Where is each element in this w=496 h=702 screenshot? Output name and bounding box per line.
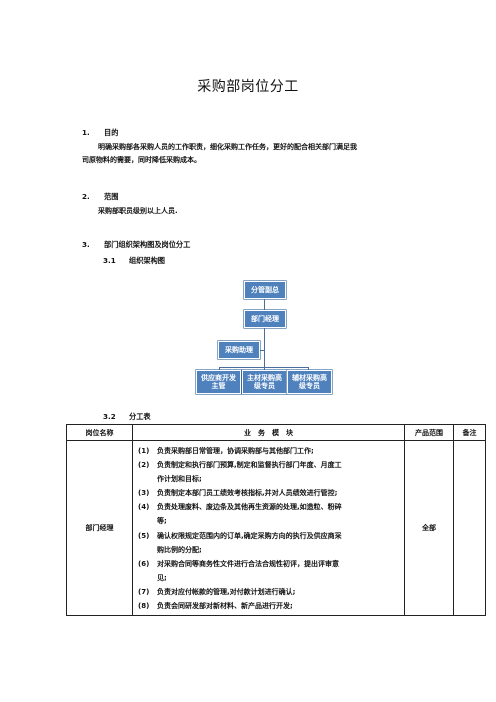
cell-scope: 全部 bbox=[404, 439, 454, 617]
table-header-row: 岗位名称 业 务 模 块 产品范围 备注 bbox=[66, 424, 486, 441]
duty-item: (1)负责采购部日常管理，协调采购部与其他部门工作; bbox=[138, 447, 314, 455]
org-node-department-manager: 部门经理 bbox=[244, 310, 286, 328]
duty-item: (5)确认权限规定范围内的订单,确定采购方向的执行及供应商采购比例的分配; bbox=[138, 531, 342, 554]
table-row: 部门经理 (1)负责采购部日常管理，协调采购部与其他部门工作; (2)负责制定和… bbox=[66, 439, 486, 617]
header-scope: 产品范围 bbox=[404, 424, 454, 441]
org-node-purchasing-assistant: 采购助理 bbox=[218, 341, 260, 359]
header-duties: 业 务 模 块 bbox=[132, 424, 405, 441]
org-node-vice-president: 分管副总 bbox=[244, 281, 286, 299]
section-1-line-2: 司原物料的需要，同时降低采购成本。 bbox=[82, 156, 201, 164]
org-node-supplier-development-supervisor: 供应商开发主管 bbox=[196, 370, 241, 394]
section-2-heading: 2.范围 bbox=[82, 192, 119, 201]
org-connector bbox=[260, 350, 264, 351]
org-connector bbox=[219, 367, 220, 370]
org-node-auxiliary-material-specialist: 辅材采购高级专员 bbox=[287, 370, 332, 394]
duty-item: (3)负责制定本部门员工绩效考核指标,并对人员绩效进行管控; bbox=[138, 489, 338, 498]
section-1-line-1: 明确采购部各采购人员的工作职责，细化采购工作任务，更好的配合相关部门满足我 bbox=[98, 143, 357, 151]
duty-item: (7)负责对应付帐款的管理,对付款计划进行确认; bbox=[138, 587, 296, 596]
section-2-line-1: 采购部职员级别以上人员. bbox=[98, 207, 178, 215]
org-connector bbox=[264, 299, 265, 310]
cell-duties: (1)负责采购部日常管理，协调采购部与其他部门工作; (2)负责制定和执行部门预… bbox=[132, 439, 405, 617]
duty-item: (6)对采购合同等商务性文件进行合法合规性初评，提出评审意见; bbox=[138, 559, 339, 582]
duty-item: (4)负责处理废料、废边条及其他再生资源的处理,如造粒、粉碎等; bbox=[138, 503, 342, 526]
cell-remark bbox=[453, 439, 486, 617]
section-1-heading: 1.目的 bbox=[82, 128, 119, 137]
org-connector bbox=[264, 328, 265, 367]
section-3-heading: 3.部门组织架构图及岗位分工 bbox=[82, 240, 191, 249]
header-position: 岗位名称 bbox=[66, 424, 133, 441]
org-connector bbox=[308, 367, 309, 370]
document-title: 采购部岗位分工 bbox=[197, 79, 299, 95]
division-of-work-table: 岗位名称 业 务 模 块 产品范围 备注 部门经理 (1)负责采购部日常管理，协… bbox=[66, 424, 486, 617]
org-connector bbox=[264, 367, 265, 370]
header-remark: 备注 bbox=[453, 424, 486, 441]
duty-item: (8)负责会同研发部对新材料、新产品进行开发; bbox=[138, 602, 293, 611]
cell-position: 部门经理 bbox=[66, 439, 133, 617]
org-node-main-material-specialist: 主材采购高级专员 bbox=[242, 370, 287, 394]
duty-item: (2)负责制定和执行部门预算,制定和监督执行部门年度、月度工作计划和目标; bbox=[138, 461, 342, 484]
